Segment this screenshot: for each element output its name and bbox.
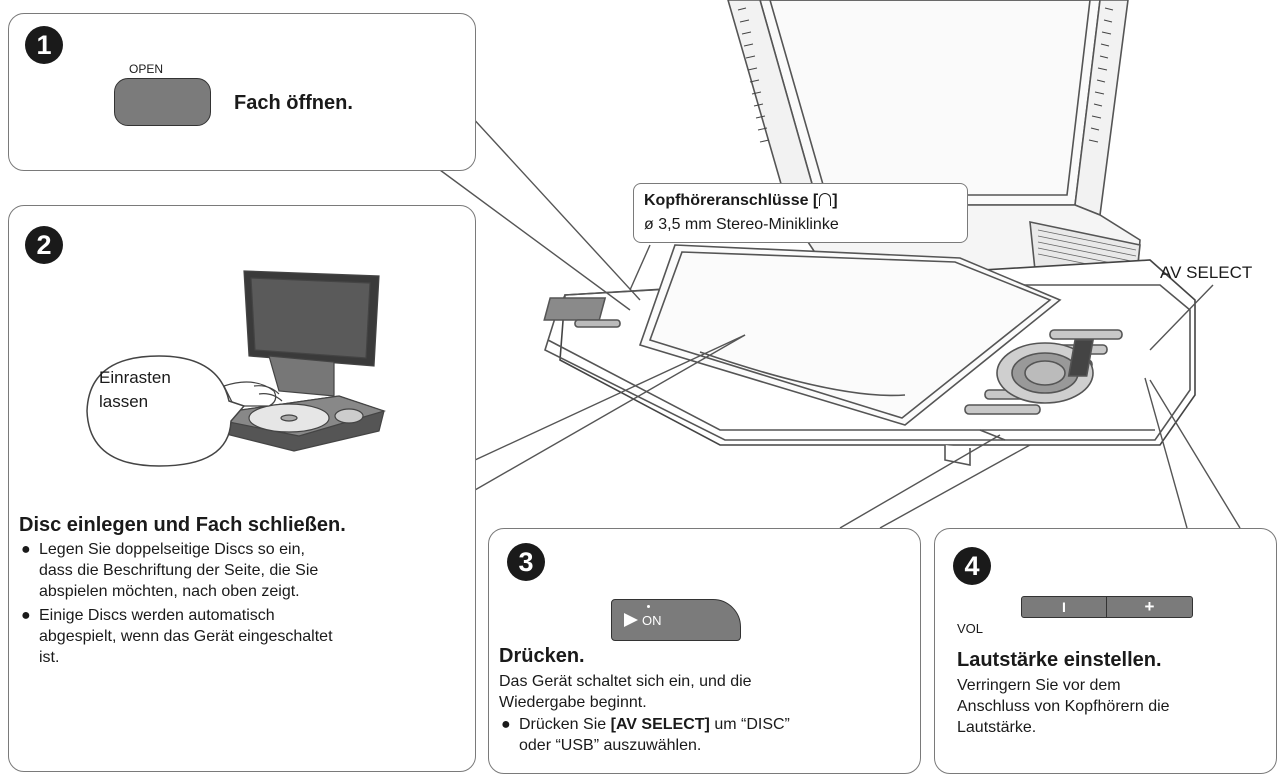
step4-body-line3: Lautstärke. bbox=[957, 719, 1037, 736]
disc-insert-illustration bbox=[193, 270, 387, 452]
vol-label: VOL bbox=[957, 621, 984, 636]
step2-panel: 2 Einrasten lassen Disc einlegen und Fac… bbox=[8, 205, 476, 772]
power-indicator-dot bbox=[647, 605, 650, 608]
step3-panel: 3 ON Drücken. Das Gerät schaltet sich ei… bbox=[488, 528, 921, 774]
play-icon bbox=[624, 613, 638, 627]
volume-down-button[interactable]: I bbox=[1022, 597, 1107, 617]
step1-panel: 1 OPEN Fach öffnen. bbox=[8, 13, 476, 171]
step-number-badge: 1 bbox=[25, 26, 63, 64]
step4-body-line2: Anschluss von Kopfhörern die bbox=[957, 698, 1170, 715]
step-number-badge: 4 bbox=[953, 547, 991, 585]
headphone-jack-title-end: ] bbox=[832, 192, 838, 209]
open-button-label: OPEN bbox=[129, 62, 164, 76]
step3-body-line2: Wiedergabe beginnt. bbox=[499, 694, 647, 711]
av-select-label: AV SELECT bbox=[1160, 263, 1253, 282]
open-button[interactable] bbox=[114, 78, 211, 126]
step2-heading: Disc einlegen und Fach schließen. bbox=[19, 514, 346, 536]
step3-body-line1: Das Gerät schaltet sich ein, und die bbox=[499, 673, 752, 690]
headphone-jack-label: Kopfhöreranschlüsse [] ø 3,5 mm Stereo-M… bbox=[633, 183, 968, 243]
on-label: ON bbox=[642, 613, 662, 628]
step4-heading: Lautstärke einstellen. bbox=[957, 649, 1162, 671]
headphone-icon bbox=[819, 193, 832, 206]
step-number-badge: 2 bbox=[25, 226, 63, 264]
step1-instruction: Fach öffnen. bbox=[234, 92, 353, 114]
play-on-button[interactable]: ON bbox=[611, 599, 741, 641]
step4-body-line1: Verringern Sie vor dem bbox=[957, 677, 1121, 694]
volume-buttons: I + bbox=[1021, 596, 1193, 618]
headphone-jack-title: Kopfhöreranschlüsse [ bbox=[644, 192, 819, 209]
headphone-jack-subtitle: ø 3,5 mm Stereo-Miniklinke bbox=[644, 216, 839, 233]
callout-text-line1: Einrasten bbox=[99, 368, 171, 387]
callout-bubble bbox=[86, 355, 246, 467]
step4-panel: 4 VOL I + Lautstärke einstellen. Verring… bbox=[934, 528, 1277, 774]
step3-heading: Drücken. bbox=[499, 645, 585, 667]
callout-text-line2: lassen bbox=[99, 392, 149, 411]
volume-up-button[interactable]: + bbox=[1144, 597, 1155, 616]
step-number-badge: 3 bbox=[507, 543, 545, 581]
